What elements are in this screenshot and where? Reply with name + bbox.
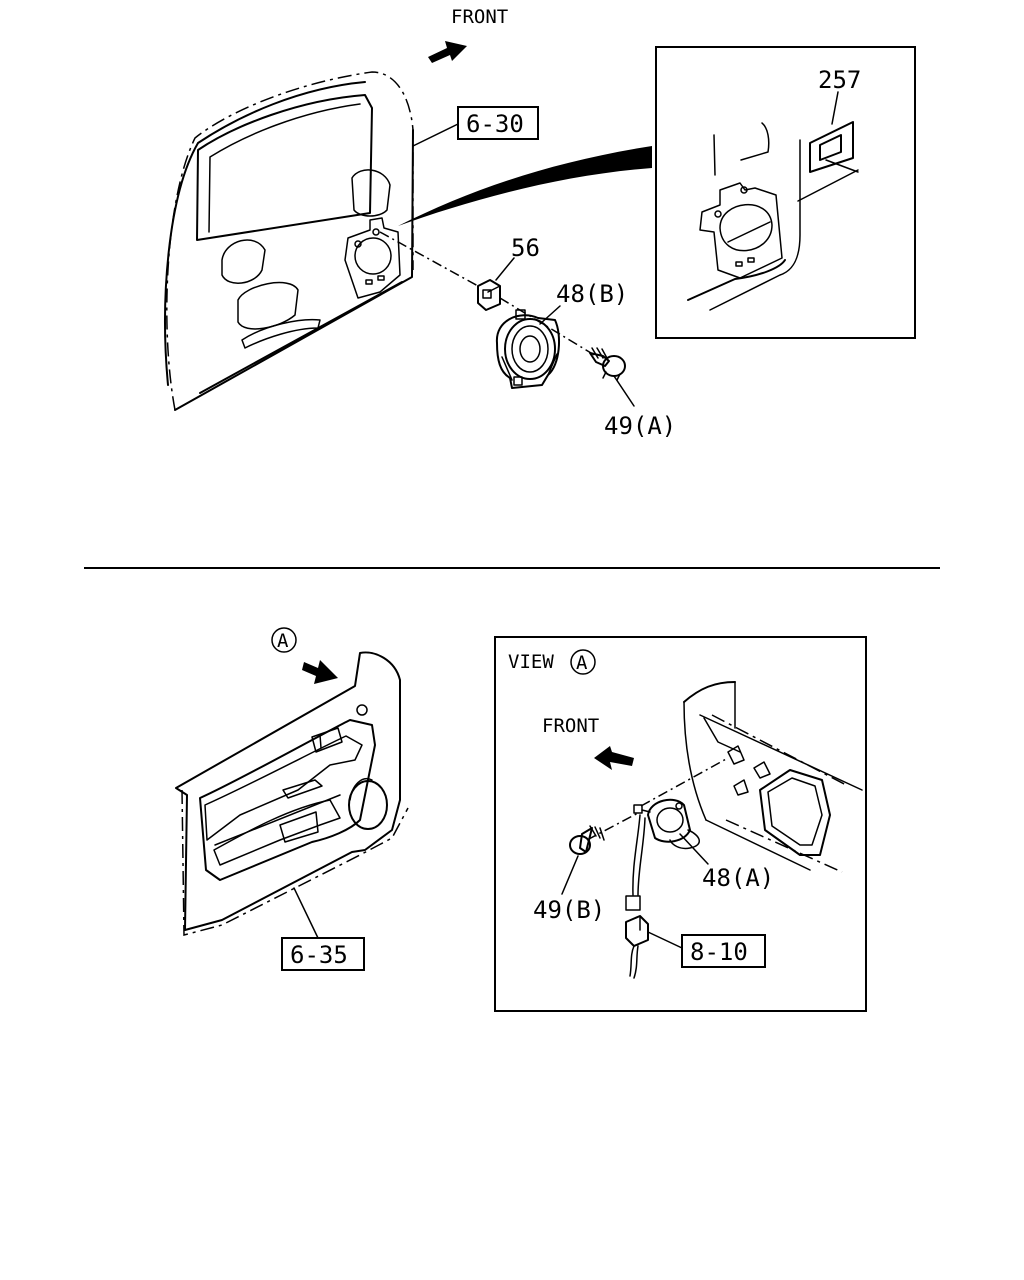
view-title-marker-circle — [570, 649, 596, 675]
front-label-bottom: FRONT — [542, 715, 599, 737]
ref-label-8-10: 8-10 — [690, 938, 748, 966]
speaker-48b[interactable] — [495, 309, 561, 389]
view-marker-circle — [271, 627, 297, 653]
ref-box-6-30[interactable] — [457, 106, 539, 140]
ref-box-8-10[interactable] — [681, 934, 766, 968]
inset-detail-top: 257 — [655, 46, 916, 339]
door-shell — [164, 71, 414, 411]
part-label-48a: 48(A) — [702, 864, 774, 892]
view-direction-arrow-icon — [302, 660, 338, 684]
view-a-inset: VIEW A FRONT — [494, 636, 867, 1012]
part-label-49b: 49(B) — [533, 896, 605, 924]
speaker-48a[interactable] — [633, 798, 700, 850]
ref-label-6-30: 6-30 — [466, 110, 524, 138]
door-trim-panel — [175, 651, 409, 936]
ref-box-6-35[interactable] — [281, 937, 365, 971]
screw-49b[interactable] — [569, 825, 605, 855]
part-label-56: 56 — [511, 234, 540, 262]
view-title: VIEW — [508, 651, 554, 673]
front-arrow-top-icon — [428, 41, 467, 63]
part-label-48b: 48(B) — [556, 280, 628, 308]
view-marker-label: A — [277, 630, 289, 652]
connector-8-10[interactable] — [625, 915, 649, 947]
clip-56[interactable] — [477, 279, 501, 311]
top-section: FRONT 6-30 — [164, 6, 916, 440]
callout-wedge — [398, 146, 652, 226]
part-label-257: 257 — [818, 66, 861, 94]
part-label-49a: 49(A) — [604, 412, 676, 440]
screw-49a[interactable] — [589, 347, 626, 381]
front-label-top: FRONT — [451, 6, 508, 28]
view-title-marker: A — [576, 652, 588, 674]
front-arrow-bottom-icon — [594, 746, 634, 770]
ref-label-6-35: 6-35 — [290, 941, 348, 969]
bottom-section: A 6-35 VIEW A FRONT — [175, 627, 867, 1012]
